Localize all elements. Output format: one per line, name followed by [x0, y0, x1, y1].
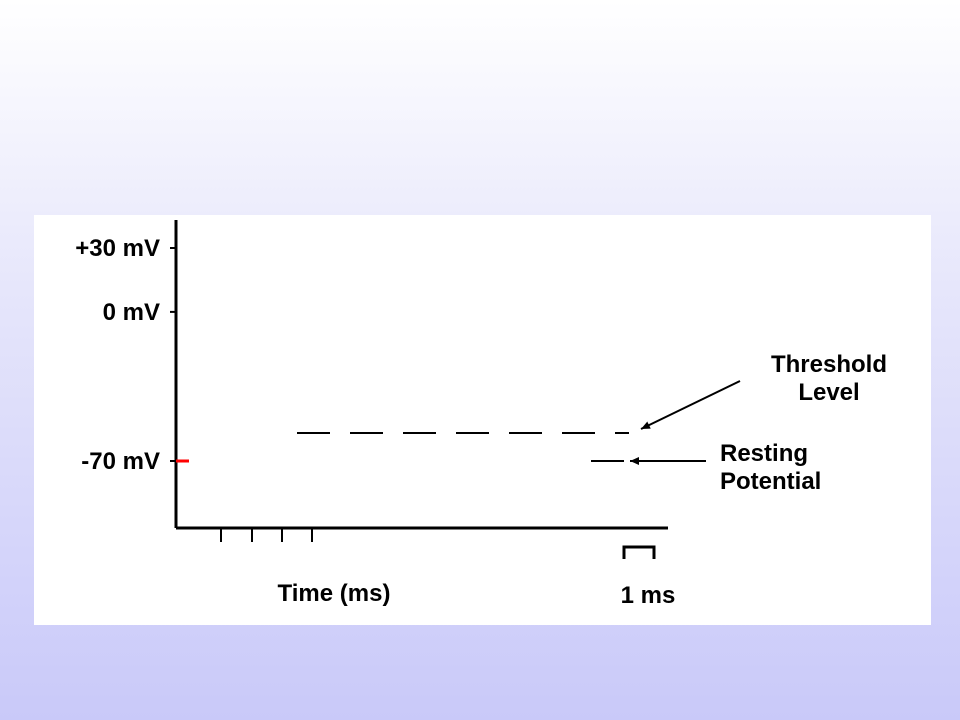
x-axis-label: Time (ms) — [278, 580, 391, 607]
y-ticks: +30 mV 0 mV -70 mV — [75, 235, 176, 475]
y-tick-label-0: +30 mV — [75, 235, 160, 262]
axes — [174, 220, 668, 542]
y-tick-label-1: 0 mV — [103, 299, 160, 326]
scale-bar — [622, 545, 656, 559]
threshold-arrow — [640, 380, 741, 430]
y-tick-label-2: -70 mV — [81, 448, 160, 475]
scale-bar-label: 1 ms — [621, 582, 676, 609]
